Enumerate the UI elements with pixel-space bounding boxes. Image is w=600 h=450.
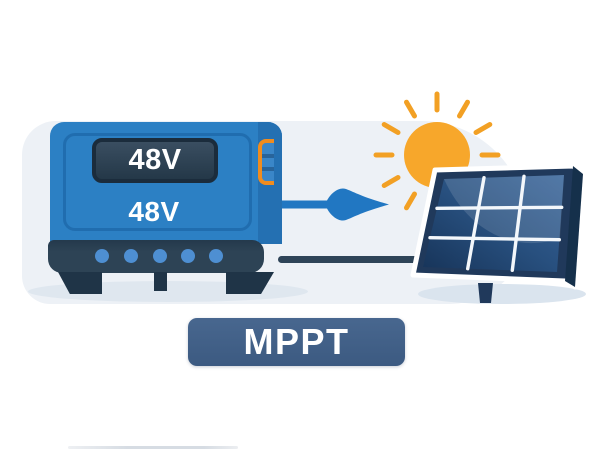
button-dot: [124, 249, 138, 263]
panel-side-face: [565, 166, 583, 287]
controller-button-strip: [48, 240, 264, 273]
bottom-edge-line: [68, 446, 238, 449]
button-dot: [209, 249, 223, 263]
button-dot: [95, 249, 109, 263]
button-dot: [181, 249, 195, 263]
controller-panel-outline: [63, 133, 252, 231]
display-voltage-value: 48V: [128, 144, 182, 176]
controller-display: 48V: [92, 138, 218, 183]
port-slot: [262, 154, 274, 158]
connector-port-icon: [258, 139, 274, 185]
panel-shadow: [418, 284, 586, 304]
mppt-badge: MPPT: [188, 318, 405, 366]
body-voltage-label: 48V: [84, 198, 224, 226]
charge-controller-icon: 48V 48V: [48, 122, 282, 297]
controller-foot: [58, 272, 102, 294]
button-dot: [153, 249, 167, 263]
mppt-label: MPPT: [243, 321, 350, 362]
controller-foot: [226, 272, 274, 294]
controller-foot: [154, 272, 167, 291]
port-slot: [262, 167, 274, 171]
